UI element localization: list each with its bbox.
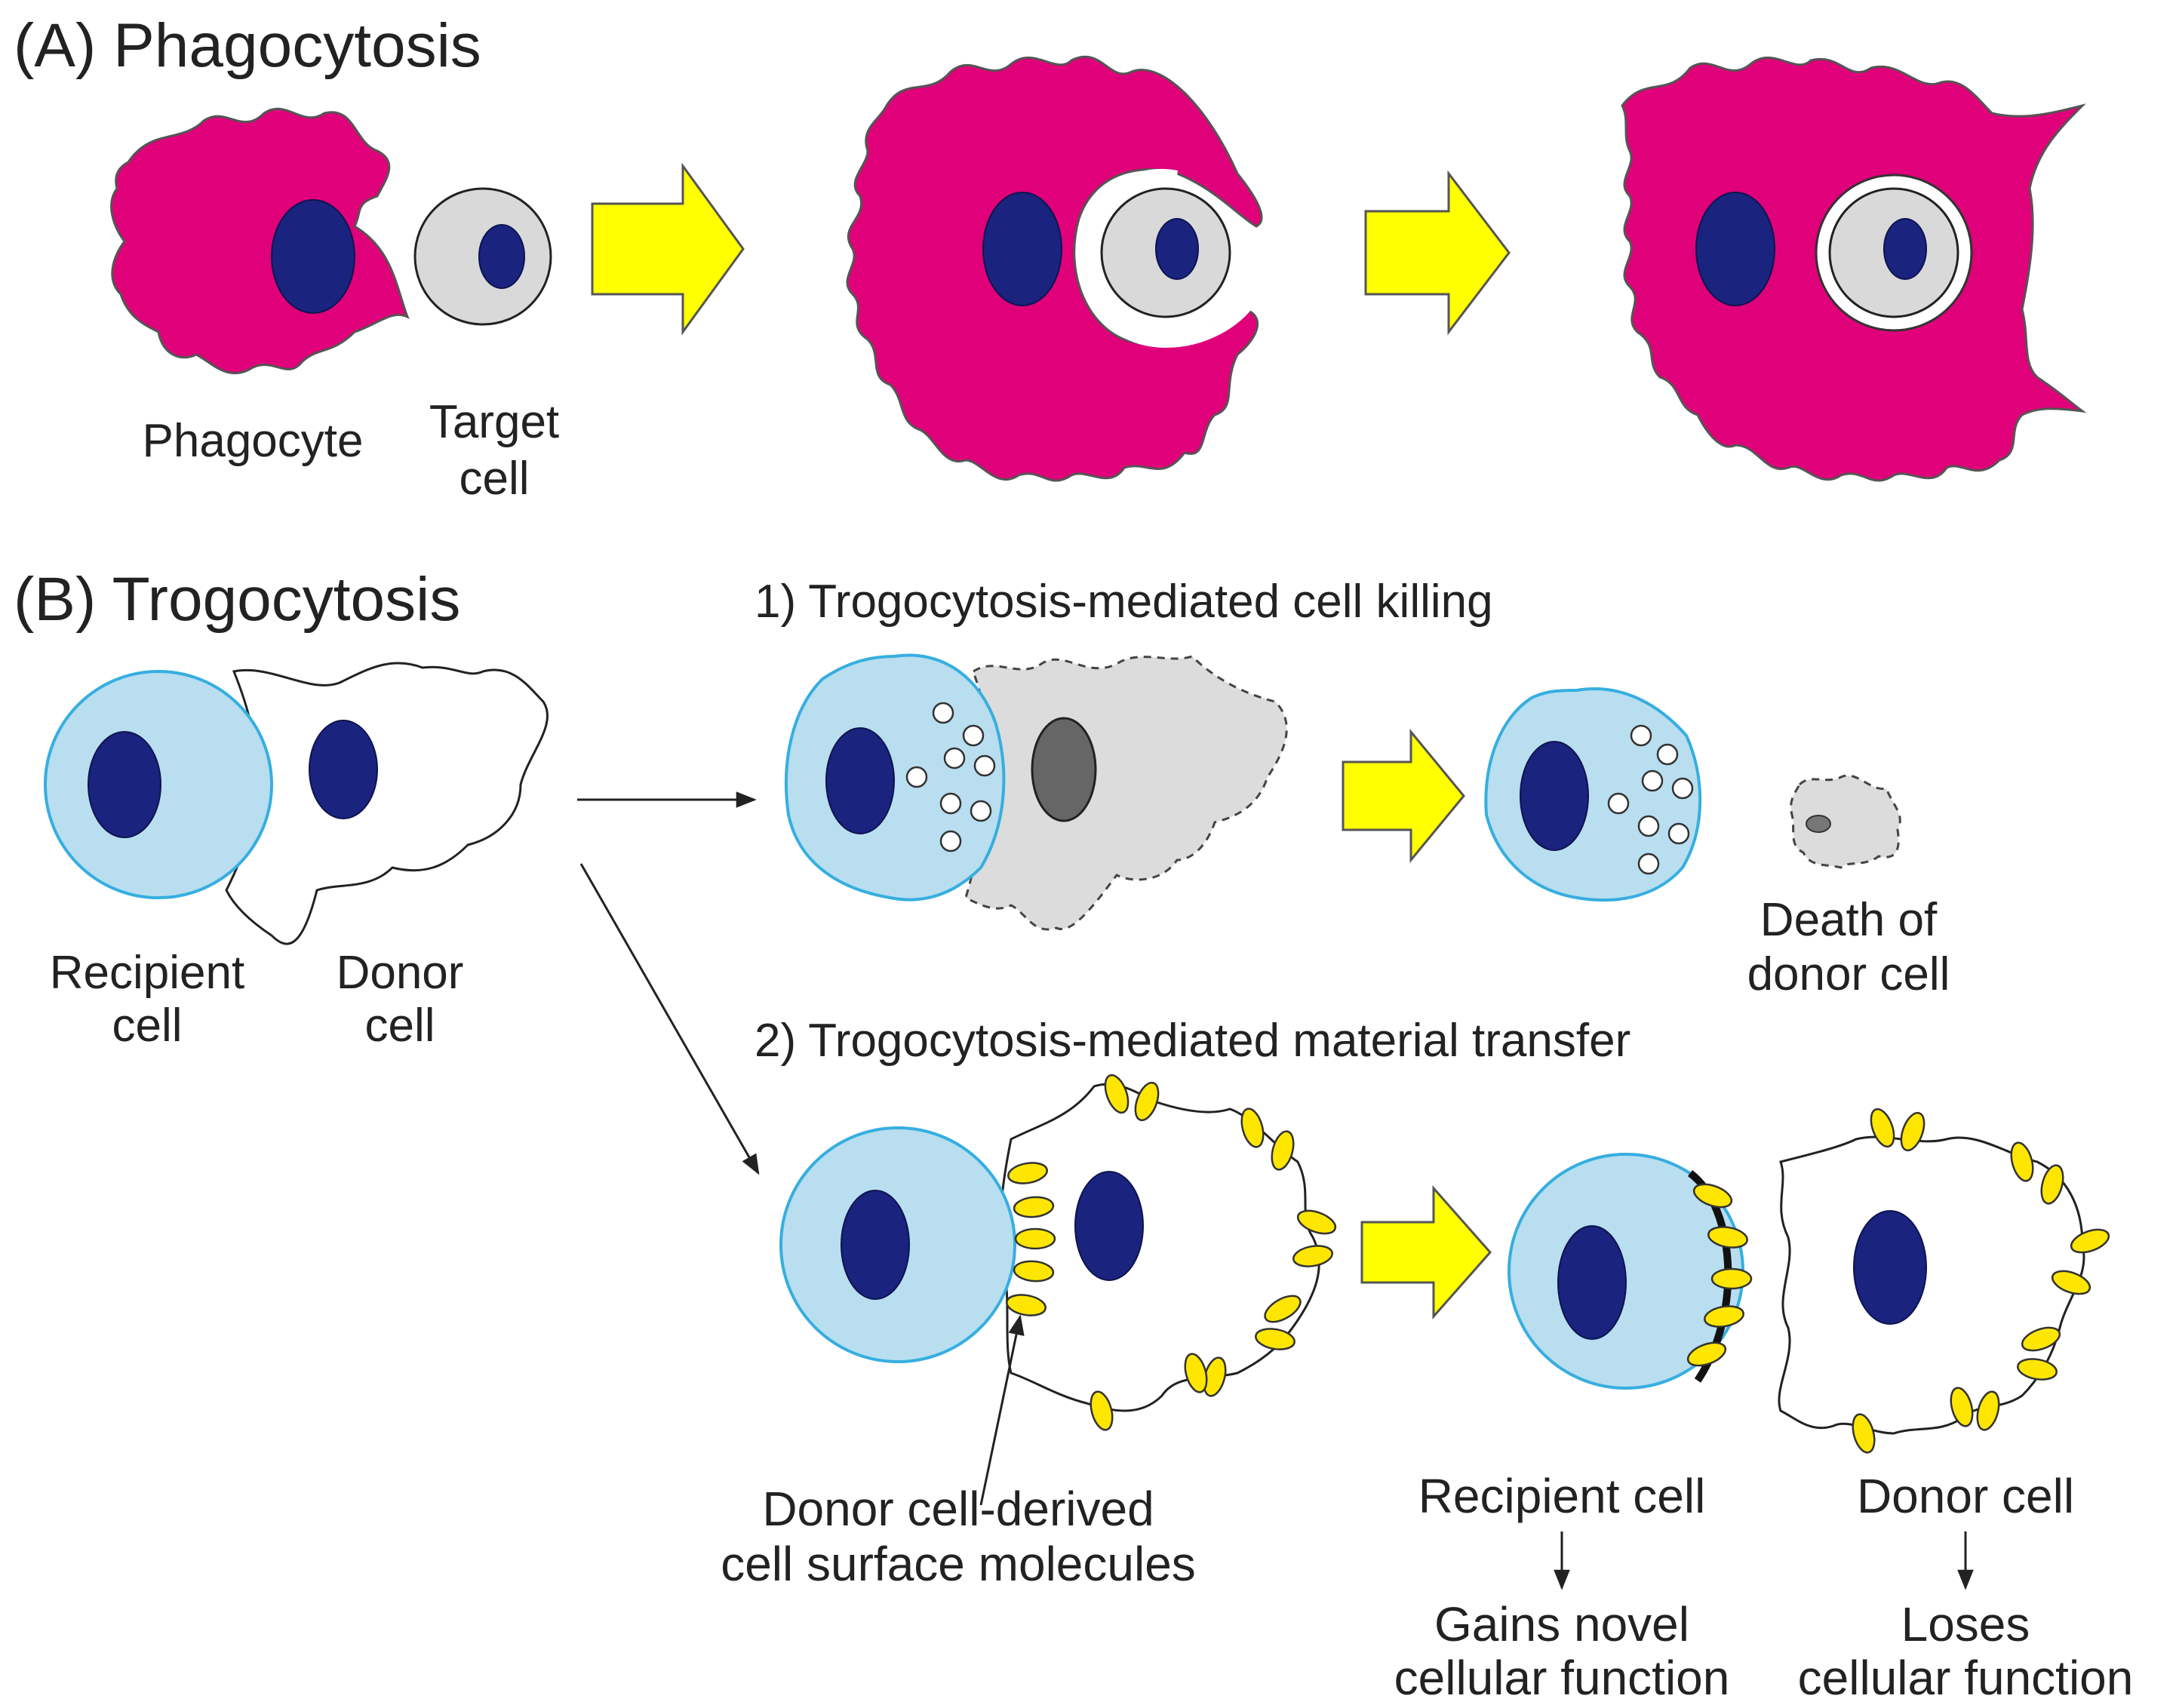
process-arrow-a2 (1364, 170, 1511, 336)
process-arrow-b1 (1342, 728, 1465, 864)
recipient-cell (785, 653, 1006, 902)
phagocytosis-stage-1 (110, 107, 552, 375)
recipient-nucleus (841, 1190, 910, 1300)
target-nucleus (1883, 218, 1927, 280)
recipient-nucleus (1520, 741, 1589, 851)
recipient-nucleus (88, 731, 161, 838)
recipient-nucleus (825, 727, 895, 834)
transfer-contact (779, 1083, 1320, 1412)
process-arrow-a1 (591, 162, 745, 336)
dying-donor-cell (964, 655, 1288, 931)
phagocytosis-stage-2 (846, 55, 1263, 482)
target-nucleus (478, 224, 525, 289)
panel-a-title: (A) Phagocytosis (14, 11, 481, 80)
phagocyte-cell (110, 107, 410, 375)
killing-result (1484, 687, 1901, 902)
phagocytic-cup (1077, 168, 1252, 349)
recipient-label-2: cell (112, 1000, 182, 1052)
target-label-2: cell (459, 453, 529, 505)
donor-cell (225, 662, 549, 945)
molecules-label-1: Donor cell-derived (762, 1482, 1154, 1536)
result-recipient-label: Recipient cell (1418, 1469, 1706, 1523)
donor-label-2: cell (364, 1000, 435, 1052)
pathway-1-title: 1) Trogocytosis-mediated cell killing (755, 576, 1493, 628)
phagocyte-nucleus (982, 192, 1062, 306)
remaining-surface-molecules (1852, 1107, 2110, 1454)
molecules-pointer-arrow (979, 1314, 1025, 1506)
pathway-2-title: 2) Trogocytosis-mediated material transf… (755, 1015, 1630, 1067)
cytotoxic-granules (905, 702, 996, 852)
cytotoxic-granules (1607, 724, 1694, 875)
acquired-surface-molecules (1686, 1183, 1753, 1367)
killing-contact (785, 653, 1288, 931)
trogocytosis-initial-contact (44, 662, 549, 945)
donor-outcome-1: Loses (1901, 1597, 2030, 1651)
phagocytosis-stage-3 (1621, 57, 2087, 482)
dead-donor-fragment (1790, 774, 1901, 869)
molecules-label-2: cell surface molecules (721, 1537, 1196, 1591)
panel-b-title: (B) Trogocytosis (14, 565, 460, 634)
branch-arrow-transfer (579, 863, 760, 1175)
donor-label-1: Donor (337, 947, 464, 999)
donor-nucleus (1031, 717, 1097, 822)
result-donor-label: Donor cell (1857, 1469, 2074, 1523)
recipient-cell (1484, 687, 1702, 902)
death-label-2: donor cell (1747, 948, 1950, 1000)
donor-outcome-2: cellular function (1798, 1651, 2134, 1705)
process-arrow-b2 (1360, 1185, 1492, 1319)
transfer-result (1508, 1107, 2110, 1454)
target-label-1: Target (429, 396, 559, 448)
death-label-1: Death of (1760, 894, 1938, 946)
surface-molecules-contact (1006, 1074, 1337, 1431)
donor-cell (999, 1083, 1320, 1412)
donor-nucleus (1074, 1171, 1144, 1281)
phagocyte-nucleus (1695, 192, 1775, 306)
donor-nucleus (1853, 1210, 1927, 1325)
recipient-outcome-2: cellular function (1394, 1651, 1730, 1705)
recipient-outcome-1: Gains novel (1434, 1597, 1689, 1651)
phagocyte-label: Phagocyte (143, 415, 364, 467)
nuclear-debris (1806, 815, 1831, 833)
phagocyte-nucleus (271, 199, 355, 314)
recipient-label-1: Recipient (50, 947, 244, 999)
donor-nucleus (309, 720, 378, 819)
recipient-nucleus (1557, 1225, 1627, 1340)
donor-cell (1778, 1135, 2085, 1435)
target-nucleus (1155, 218, 1199, 280)
